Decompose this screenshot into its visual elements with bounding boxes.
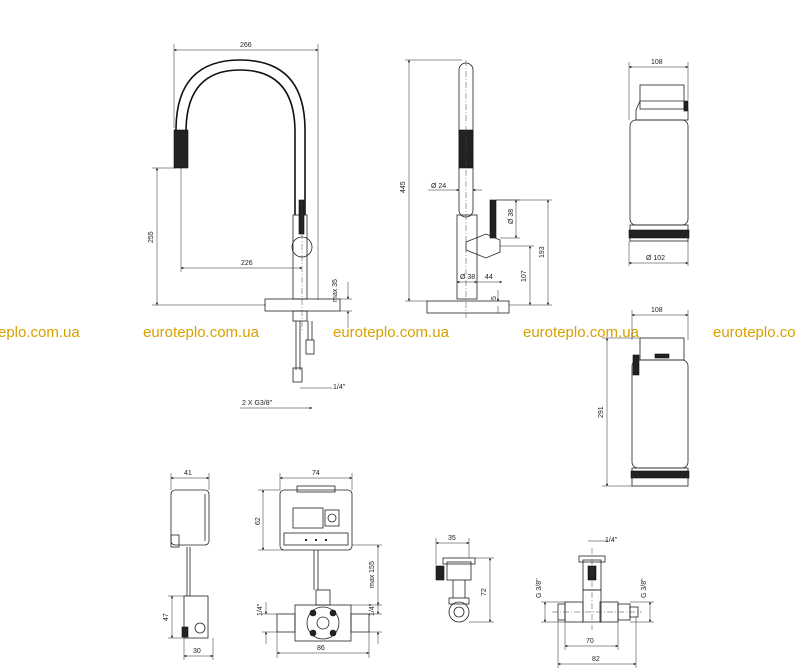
dim-tee-82: 82 (592, 656, 600, 663)
dim-max-155: max 155 (369, 561, 376, 588)
tee-fitting: 1/4" G 3/8" G 3/8" 70 82 (536, 537, 654, 668)
dim-battery-width: 41 (184, 470, 192, 477)
filter-cartridge-top: 108 Ø 102 (628, 59, 690, 266)
dim-right-inlet: 1/4" (369, 603, 376, 616)
dim-107: 107 (521, 270, 528, 282)
dim-266: 266 (240, 42, 252, 49)
dim-tee-left-thread: G 3/8" (536, 578, 543, 598)
dim-44: 44 (485, 274, 493, 281)
side-lever (489, 199, 497, 239)
dim-5: 5 (491, 296, 498, 300)
dim-valve-width: 35 (448, 535, 456, 542)
dim-left-inlet: 1/4" (257, 603, 264, 616)
dim-max-35: max 35 (332, 279, 339, 302)
dim-battery-86: 86 (317, 645, 325, 652)
dim-battery-30: 30 (193, 648, 201, 655)
dim-filter-bottom-width: 108 (651, 307, 663, 314)
battery-box-front: 74 62 max 155 1/4" 1/4" 86 (255, 470, 382, 658)
solenoid-valve: 35 72 (435, 535, 494, 623)
dim-battery-47: 47 (163, 613, 170, 621)
battery-box-side: 41 47 30 (163, 470, 214, 660)
watermark-3: euroteplo.com.ua (333, 324, 449, 341)
faucet-side-view: 445 Ø 24 Ø 38 193 107 Ø 38 44 5 (400, 59, 552, 318)
dim-filter-diameter: Ø 102 (646, 255, 665, 262)
dim-193: 193 (539, 246, 546, 258)
dim-valve-height: 72 (481, 588, 488, 596)
dim-226: 226 (241, 260, 253, 267)
lever (298, 199, 305, 235)
watermark-4: euroteplo.com.ua (523, 324, 639, 341)
dim-filter-width: 108 (651, 59, 663, 66)
watermark-2: euroteplo.com.ua (143, 324, 259, 341)
faucet-front-view: 266 255 226 max 35 1/4" 2 X G3/8" (148, 42, 352, 410)
dim-tee-inlet: 1/4" (605, 537, 618, 544)
dim-inlet-1-4: 1/4" (333, 384, 346, 391)
dim-255: 255 (148, 231, 155, 243)
dim-battery-62: 62 (255, 517, 262, 525)
dim-445: 445 (400, 181, 407, 193)
dim-battery-front-width: 74 (312, 470, 320, 477)
watermark-1: eplo.com.ua (0, 324, 80, 341)
dim-tee-right-thread: G 3/8" (641, 578, 648, 598)
dim-pipe-diameter: Ø 24 (431, 183, 446, 190)
dim-filter-height: 291 (598, 406, 605, 418)
dim-connections: 2 X G3/8" (242, 400, 273, 407)
dim-body-diameter: Ø 38 (460, 274, 475, 281)
spout-grip (173, 129, 189, 169)
dim-lever-diameter: Ø 38 (508, 209, 515, 224)
filter-cartridge-bottom: 108 291 (598, 307, 690, 487)
watermark-5: euroteplo.co (713, 324, 796, 341)
display-window (292, 507, 324, 529)
dim-tee-70: 70 (586, 638, 594, 645)
